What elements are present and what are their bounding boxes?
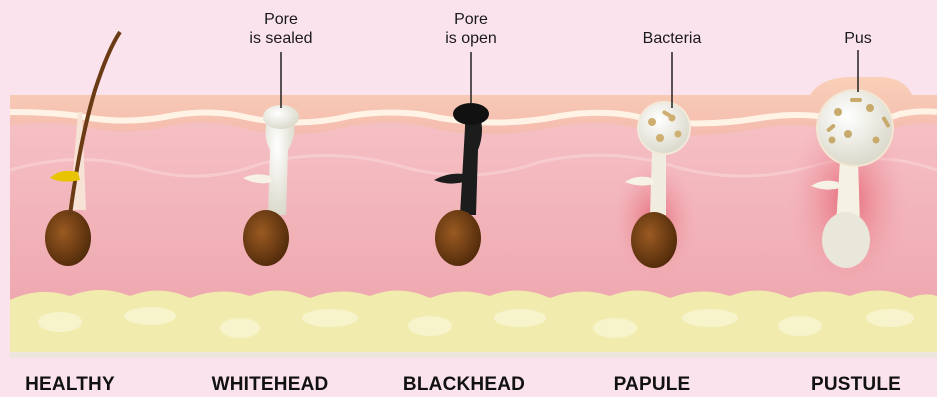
bacteria-callout: Bacteria — [643, 29, 702, 48]
stage-label-pustule: PUSTULE — [811, 374, 901, 396]
pustule-bulb — [822, 212, 870, 268]
healthy-bulb — [45, 210, 91, 266]
whitehead-pore-callout: Pore is sealed — [249, 10, 312, 48]
blackhead-bulb — [435, 210, 481, 266]
papule-sac — [638, 102, 690, 154]
stage-label-papule: PAPULE — [614, 374, 691, 396]
whitehead-plug — [263, 105, 299, 129]
whitehead-bulb — [243, 210, 289, 266]
stage-label-blackhead: BLACKHEAD — [403, 374, 525, 396]
papule-bulb — [631, 212, 677, 268]
pus-callout: Pus — [844, 29, 872, 48]
stage-label-healthy: HEALTHY — [25, 374, 115, 396]
base-ruler — [10, 352, 937, 358]
blackhead-pore-callout: Pore is open — [445, 10, 497, 48]
blackhead-plug — [453, 103, 489, 125]
stage-label-whitehead: WHITEHEAD — [212, 374, 329, 396]
